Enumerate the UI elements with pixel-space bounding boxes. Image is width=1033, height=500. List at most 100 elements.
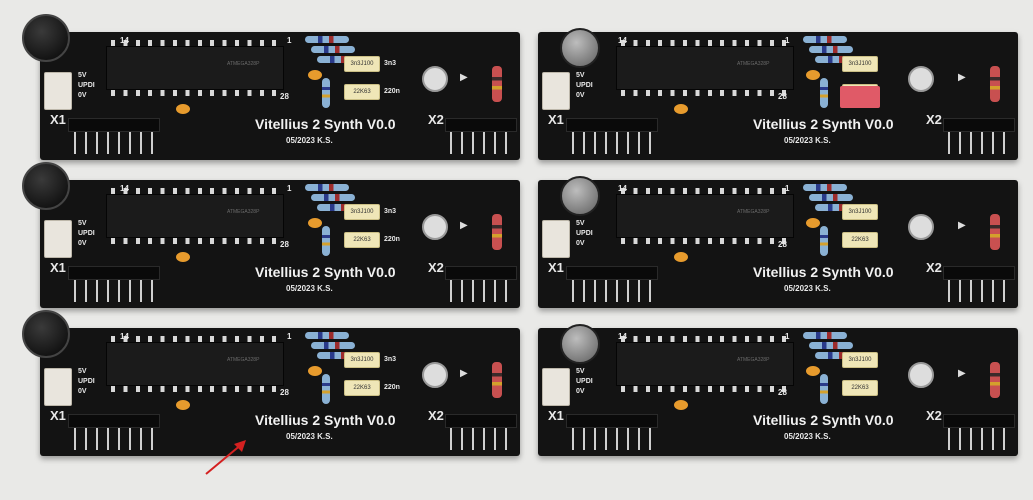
annotation-arrow-shaft [205, 443, 243, 475]
ceramic-capacitor [806, 70, 820, 80]
resistor [492, 66, 502, 102]
film-capacitor-3n3: 3n3J100 [344, 56, 380, 72]
microcontroller-chip: ATMEGA328P [106, 40, 284, 96]
pin-label-1: 1 [785, 332, 790, 341]
resistor [809, 194, 853, 201]
pin-label-1: 1 [287, 332, 292, 341]
electrolytic-capacitor [22, 310, 70, 358]
jst-connector [44, 72, 72, 110]
ceramic-capacitor [308, 366, 322, 376]
ceramic-capacitor [674, 104, 688, 114]
electrolytic-capacitor [560, 176, 600, 216]
x1-header-pins [572, 280, 656, 302]
pin-label-updi: UPDI [576, 230, 593, 237]
pin-label-5v: 5V [576, 72, 585, 79]
ceramic-capacitor [308, 70, 322, 80]
x2-header [943, 266, 1015, 280]
ceramic-capacitor [806, 218, 820, 228]
resistor [322, 374, 330, 404]
x2-header [943, 118, 1015, 132]
pin-label-updi: UPDI [576, 378, 593, 385]
board-date: 05/2023 K.S. [784, 136, 831, 145]
jst-connector [44, 368, 72, 406]
board-date: 05/2023 K.S. [286, 284, 333, 293]
x1-header [68, 266, 160, 280]
connector-label-x2: X2 [428, 260, 444, 275]
electrolytic-capacitor [560, 324, 600, 364]
board-title: Vitellius 2 Synth V0.0 [255, 116, 396, 132]
ceramic-capacitor [176, 252, 190, 262]
pin-label-28: 28 [778, 92, 787, 101]
pin-label-1: 1 [785, 184, 790, 193]
silkscreen-arrow: ▶ [958, 368, 966, 379]
resistor [990, 214, 1000, 250]
jst-connector [542, 72, 570, 110]
chip-pins-top [111, 336, 279, 342]
film-capacitor-3n3: 3n3J100 [842, 56, 878, 72]
resistor [990, 66, 1000, 102]
x1-header [68, 414, 160, 428]
pin-label-14: 14 [120, 332, 129, 341]
resistor [803, 36, 847, 43]
board-title: Vitellius 2 Synth V0.0 [753, 264, 894, 280]
board-title: Vitellius 2 Synth V0.0 [255, 412, 396, 428]
board-date: 05/2023 K.S. [286, 432, 333, 441]
pin-label-0v: 0V [78, 388, 87, 395]
pin-label-updi: UPDI [78, 230, 95, 237]
pin-label-updi: UPDI [78, 82, 95, 89]
film-capacitor-22k: 22K63 [842, 380, 878, 396]
resistor [820, 374, 828, 404]
microcontroller-chip: ATMEGA328P [616, 40, 794, 96]
ceramic-capacitor [308, 218, 322, 228]
ceramic-capacitor [176, 104, 190, 114]
film-capacitor-3n3: 3n3J100 [842, 352, 878, 368]
film-capacitor-3n3: 3n3J100 [842, 204, 878, 220]
pin-label-14: 14 [618, 36, 627, 45]
x2-header-pins [948, 428, 1014, 450]
value-label-3n3: 3n3 [384, 208, 397, 215]
chip-pins-top [621, 336, 789, 342]
annotation-arrow-head [234, 440, 246, 452]
pin-label-0v: 0V [576, 388, 585, 395]
electrolytic-capacitor [560, 28, 600, 68]
connector-label-x1: X1 [548, 260, 564, 275]
pin-label-5v: 5V [78, 72, 87, 79]
value-label-220n: 220n [384, 236, 400, 243]
connector-label-x2: X2 [926, 260, 942, 275]
pin-label-28: 28 [280, 92, 289, 101]
jst-connector [542, 368, 570, 406]
pin-label-5v: 5V [576, 220, 585, 227]
silkscreen-arrow: ▶ [958, 72, 966, 83]
ceramic-capacitor [674, 400, 688, 410]
value-label-3n3: 3n3 [384, 60, 397, 67]
jst-connector [44, 220, 72, 258]
ceramic-capacitor [806, 366, 820, 376]
pin-label-0v: 0V [576, 240, 585, 247]
resistor [317, 204, 361, 211]
pin-label-0v: 0V [78, 92, 87, 99]
film-capacitor-22k: 22K63 [842, 232, 878, 248]
pin-label-14: 14 [120, 184, 129, 193]
x1-header [566, 414, 658, 428]
connector-label-x1: X1 [50, 112, 66, 127]
board-date: 05/2023 K.S. [784, 284, 831, 293]
resistor [809, 342, 853, 349]
board-title: Vitellius 2 Synth V0.0 [255, 264, 396, 280]
x2-header-pins [948, 280, 1014, 302]
connector-label-x1: X1 [50, 260, 66, 275]
film-capacitor-3n3: 3n3J100 [344, 352, 380, 368]
chip-marking: ATMEGA328P [737, 61, 770, 67]
led [422, 214, 448, 240]
pin-label-0v: 0V [78, 240, 87, 247]
resistor [492, 214, 502, 250]
value-label-3n3: 3n3 [384, 356, 397, 363]
x2-header [445, 118, 517, 132]
pin-label-updi: UPDI [576, 82, 593, 89]
chip-pins-bottom [111, 90, 279, 96]
pin-label-0v: 0V [576, 92, 585, 99]
resistor [305, 332, 349, 339]
resistor [803, 332, 847, 339]
